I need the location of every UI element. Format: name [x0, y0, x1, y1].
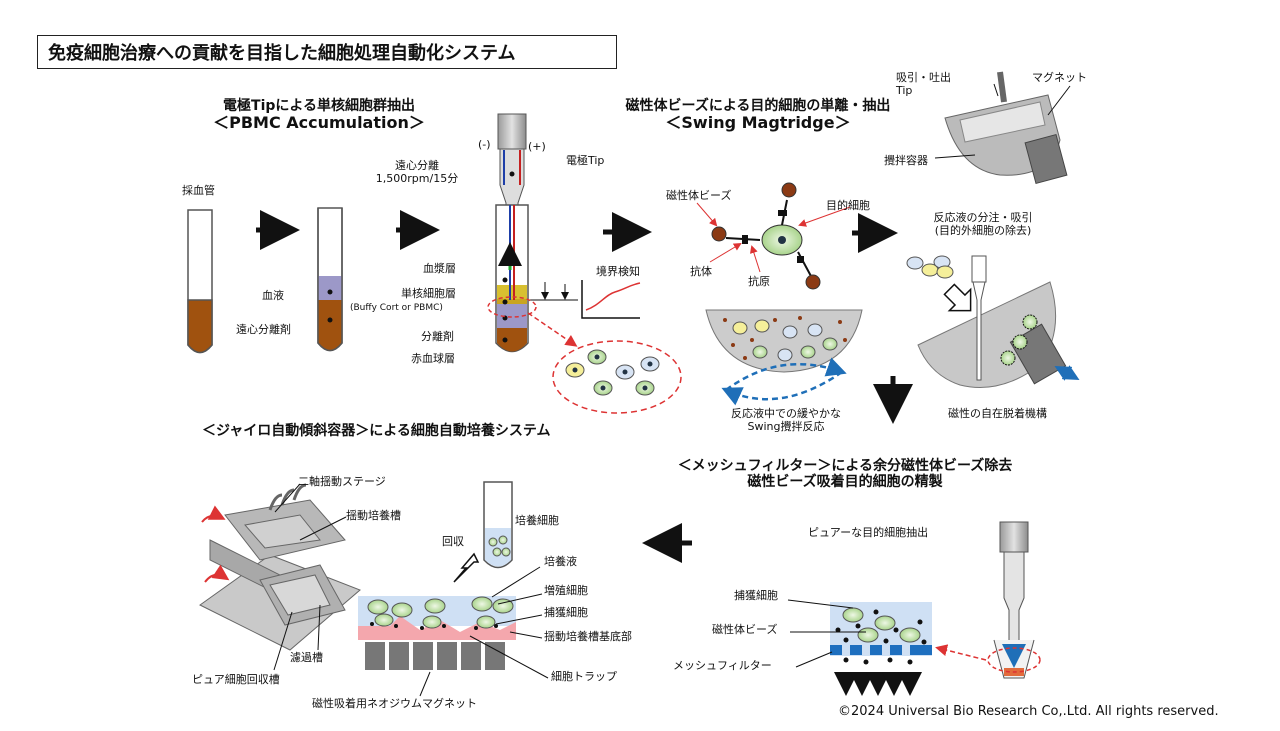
dispense-line2: (目的外細胞の除去) — [934, 223, 1032, 237]
dispense-label: 反応液の分注・吸引 (目的外細胞の除去) — [918, 211, 1048, 237]
mesh-filter-diagram — [787, 599, 932, 696]
tank-bottom-label: 揺動培養槽基底部 — [544, 630, 632, 643]
neodymium-label: 磁性吸着用ネオジウムマグネット — [312, 697, 477, 710]
beads-label: 磁性体ビーズ — [666, 189, 732, 202]
centrifuge-label: 遠心分離 1,500rpm/15分 — [372, 159, 462, 185]
pbmc-heading-line2: ＜PBMC Accumulation＞ — [213, 113, 425, 133]
culture-tank — [358, 566, 549, 697]
mesh-tip — [935, 521, 1041, 679]
tank-label: 揺動培養槽 — [346, 509, 401, 522]
mesh-filter-label: メッシュフィルター — [673, 659, 772, 672]
plus-label: (+) — [528, 140, 546, 153]
buffy-coat-label: (Buffy Cort or PBMC) — [350, 303, 443, 313]
mono-layer-label: 単核細胞層 — [401, 287, 456, 300]
swing-heading: 磁性体ビーズによる目的細胞の単離・抽出 ＜Swing Magtridge＞ — [598, 98, 918, 132]
antigen-label: 抗原 — [748, 275, 770, 288]
suction-line2: Tip — [896, 83, 913, 97]
swing-reaction-line1: 反応液中での緩やかな — [731, 407, 841, 420]
cultured-cell-label: 培養細胞 — [515, 514, 559, 527]
centrifuge-line2: 1,500rpm/15分 — [375, 171, 459, 185]
mesh-heading-line1: ＜メッシュフィルター＞による余分磁性体ビーズ除去 — [677, 458, 1013, 474]
copyright: ©2024 Universal Bio Research Co,.Ltd. Al… — [838, 704, 1219, 719]
pbmc-heading: 電極Tipによる単核細胞群抽出 ＜PBMC Accumulation＞ — [200, 98, 438, 132]
mesh-beads-label: 磁性体ビーズ — [712, 623, 778, 636]
gyro-device — [199, 483, 361, 671]
sep-agent-label-2: 分離剤 — [421, 330, 454, 343]
swing-heading-line2: ＜Swing Magtridge＞ — [665, 113, 851, 133]
swing-reaction-label: 反応液中での緩やかな Swing攪拌反応 — [716, 407, 856, 433]
pbmc-heading-line1: 電極Tipによる単核細胞群抽出 — [223, 98, 415, 114]
target-cell-label: 目的細胞 — [826, 199, 870, 212]
grown-cell-label: 増殖細胞 — [544, 584, 588, 597]
dispense-line1: 反応液の分注・吸引 — [933, 211, 1033, 224]
swing-bowl — [705, 309, 863, 406]
culture-tube — [453, 481, 513, 583]
recover-label: 回収 — [442, 535, 464, 548]
pure-extract-label: ピュアーな目的細胞抽出 — [808, 526, 929, 539]
electrode-tube — [487, 113, 578, 353]
stage-label: 二軸揺動ステージ — [298, 475, 386, 488]
magtridge-vessel — [934, 71, 1071, 185]
medium-label: 培養液 — [544, 555, 577, 568]
minus-label: (-) — [478, 138, 491, 151]
stir-vessel-label: 攪拌容器 — [884, 154, 928, 167]
pure-tank-label: ピュア細胞回収槽 — [192, 673, 280, 686]
blood-tube-2 — [317, 207, 343, 352]
captured-cell-label: 捕獲細胞 — [734, 589, 778, 602]
boundary-label: 境界検知 — [596, 265, 640, 278]
swing-heading-line1: 磁性体ビーズによる目的細胞の単離・抽出 — [625, 98, 891, 114]
trap-label: 細胞トラップ — [551, 670, 617, 683]
plasma-layer-label: 血漿層 — [423, 262, 456, 275]
sep-agent-label-1: 遠心分離剤 — [236, 323, 291, 336]
blood-tube-label: 採血管 — [182, 184, 215, 197]
pbmc-zoom-circle — [552, 340, 682, 414]
mesh-heading-line2: 磁性ビーズ吸着目的細胞の精製 — [747, 474, 943, 491]
suction-label: 吸引・吐出 Tip — [896, 71, 951, 97]
separation-vessel — [906, 255, 1080, 388]
electrode-tip-label: 電極Tip — [566, 154, 605, 167]
magnet-label: マグネット — [1032, 71, 1087, 84]
boundary-graph — [581, 280, 641, 319]
gyro-captured-label: 捕獲細胞 — [544, 606, 588, 619]
swing-reaction-line2: Swing攪拌反応 — [747, 419, 825, 433]
magnet-mech-label: 磁性の自在脱着機構 — [948, 407, 1047, 420]
page-title: 免疫細胞治療への貢献を目指した細胞処理自動化システム — [37, 35, 617, 69]
suction-line1: 吸引・吐出 — [896, 71, 951, 84]
filter-tank-label: 濾過槽 — [290, 651, 323, 664]
rbc-layer-label: 赤血球層 — [411, 352, 455, 365]
antibody-label: 抗体 — [690, 265, 712, 278]
mesh-heading: ＜メッシュフィルター＞による余分磁性体ビーズ除去 磁性ビーズ吸着目的細胞の精製 — [645, 458, 1045, 490]
gyro-heading: ＜ジャイロ自動傾斜容器＞による細胞自動培養システム — [202, 423, 551, 439]
bead-binding-diagram — [696, 182, 851, 290]
blood-tube-1 — [187, 209, 213, 354]
blood-label: 血液 — [262, 289, 284, 302]
centrifuge-line1: 遠心分離 — [395, 159, 439, 172]
